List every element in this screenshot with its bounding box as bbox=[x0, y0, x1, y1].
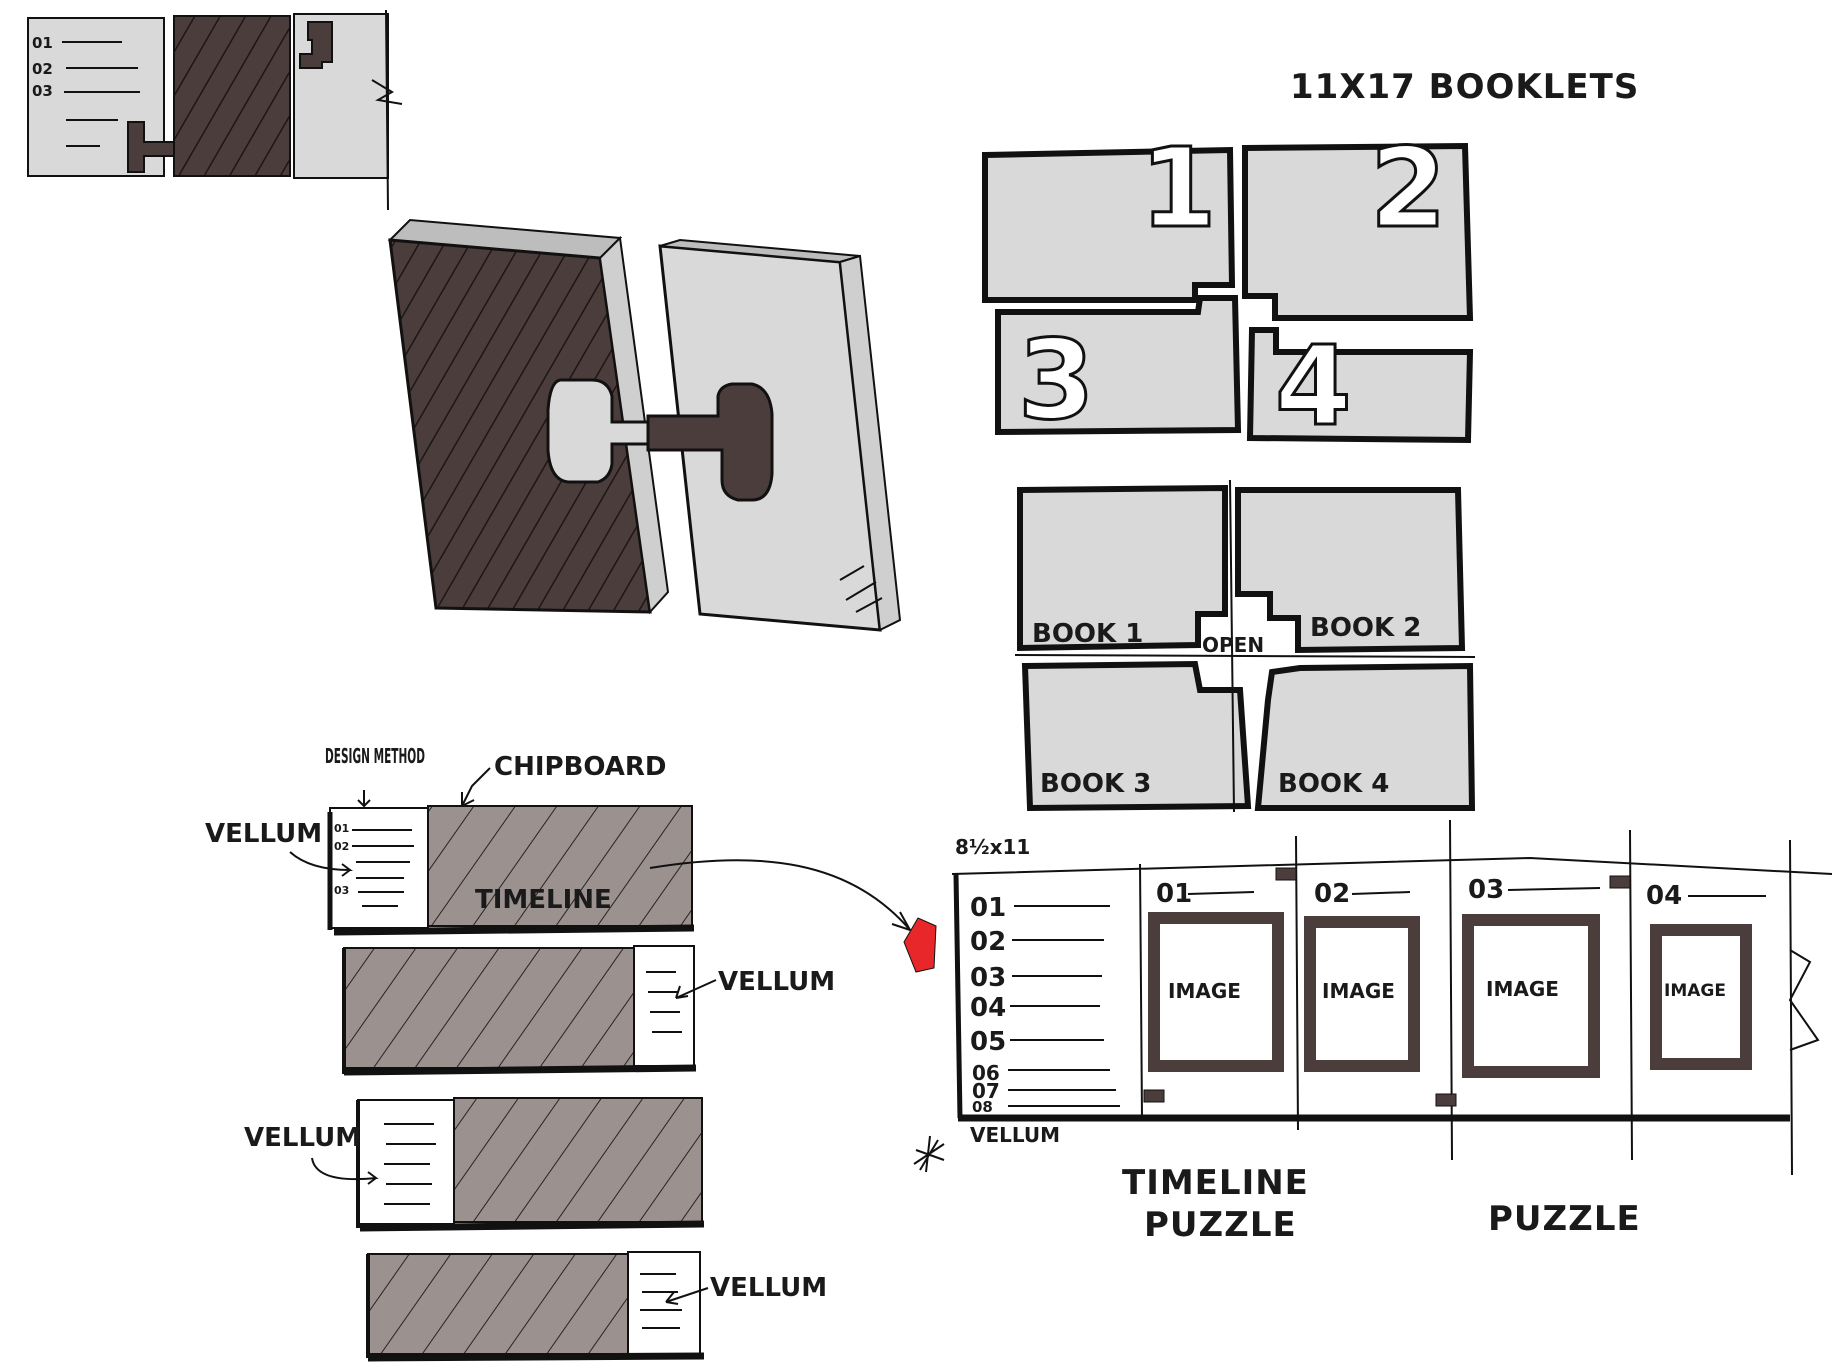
book-label: BOOK 1 bbox=[1032, 619, 1143, 649]
quad-piece-2 bbox=[1242, 142, 1474, 321]
vellum-label-1: VELLUM bbox=[205, 819, 322, 849]
edge-hatch-marks bbox=[839, 565, 883, 613]
panel-number: 02 bbox=[1314, 879, 1350, 909]
connector-arrow bbox=[649, 859, 911, 931]
design-method-label: DESIGN METHOD bbox=[325, 744, 425, 768]
small-list-number: 01 bbox=[32, 34, 53, 52]
svg-text:03: 03 bbox=[334, 884, 349, 897]
quad-number: 2 bbox=[1370, 124, 1447, 252]
svg-text:01: 01 bbox=[334, 822, 349, 835]
quad-number: 1 bbox=[1140, 124, 1217, 252]
red-flag-marker bbox=[903, 917, 937, 973]
image-frame bbox=[1462, 914, 1600, 1078]
image-label: IMAGE bbox=[1168, 979, 1241, 1003]
small-tab-right bbox=[299, 21, 333, 69]
timeline-puzzle-label: PUZZLE bbox=[1144, 1205, 1297, 1245]
timeline-list: 01 02 03 04 05 06 07 08 bbox=[970, 893, 1120, 1116]
timeline-list-number: 02 bbox=[970, 927, 1006, 957]
book-piece-1 bbox=[1017, 484, 1228, 652]
small-list-number: 02 bbox=[32, 60, 53, 78]
small-gray-page bbox=[293, 13, 389, 179]
tiny-list: 01 02 03 bbox=[334, 822, 414, 907]
timeline-bar-label: TIMELINE bbox=[475, 885, 612, 915]
open-label: OPEN bbox=[1202, 633, 1264, 657]
svg-text:02: 02 bbox=[334, 840, 349, 853]
small-chipboard-page bbox=[173, 15, 291, 177]
image-label: IMAGE bbox=[1486, 977, 1559, 1001]
bar3-chipboard bbox=[453, 1097, 703, 1223]
bar2-vellum bbox=[633, 945, 695, 1067]
book-label: BOOK 3 bbox=[1040, 769, 1151, 799]
book-label: BOOK 2 bbox=[1310, 613, 1421, 643]
timeline-puzzle-label: TIMELINE bbox=[1122, 1163, 1309, 1203]
panel-number: 01 bbox=[1156, 879, 1192, 909]
timeline-list-number: 04 bbox=[970, 993, 1006, 1023]
booklet-bars: DESIGN METHOD CHIPBOARD TIMELINE 01 02 0… bbox=[205, 744, 835, 1362]
image-label: IMAGE bbox=[1664, 981, 1726, 1001]
bar4-chipboard bbox=[367, 1253, 629, 1355]
keyhole-tab bbox=[646, 382, 774, 502]
panel-number: 04 bbox=[1646, 881, 1682, 911]
vellum-label-4: VELLUM bbox=[710, 1273, 827, 1303]
quad-number: 3 bbox=[1018, 316, 1095, 444]
bar3-vellum bbox=[357, 1099, 455, 1225]
image-label: IMAGE bbox=[1322, 979, 1395, 1003]
panel-number: 03 bbox=[1468, 875, 1504, 905]
book-label: BOOK 4 bbox=[1278, 769, 1389, 799]
small-list: 01 02 03 bbox=[32, 34, 140, 147]
quad-piece-4 bbox=[1246, 327, 1474, 444]
bar2-chipboard bbox=[343, 947, 635, 1069]
bar1-chipboard bbox=[427, 805, 693, 927]
vellum-label-5: VELLUM bbox=[970, 1123, 1060, 1147]
small-list-number: 03 bbox=[32, 82, 53, 100]
image-frame bbox=[1650, 924, 1752, 1070]
vellum-label-3: VELLUM bbox=[244, 1123, 361, 1153]
perspective-booklet-sketch bbox=[387, 218, 902, 632]
books-quad-puzzle: BOOK 1 BOOK 2 BOOK 3 BOOK 4 OPEN bbox=[1014, 479, 1476, 813]
quad-piece-1 bbox=[982, 146, 1236, 303]
bar4-vellum bbox=[627, 1251, 701, 1355]
image-frame bbox=[1148, 912, 1284, 1072]
timeline-list-number: 03 bbox=[970, 963, 1006, 993]
small-booklet-sketch: 01 02 03 bbox=[27, 9, 403, 211]
small-tear-line bbox=[371, 79, 403, 105]
chipboard-label: CHIPBOARD bbox=[494, 752, 667, 782]
timeline-puzzle-sheet: 8½x11 01 02 03 04 05 06 07 08 bbox=[903, 819, 1833, 1176]
quad-piece-3 bbox=[995, 295, 1242, 436]
small-tab-left bbox=[127, 121, 175, 173]
book-piece-3 bbox=[1021, 660, 1252, 812]
keyhole-cutout bbox=[546, 378, 654, 484]
paper-size-label: 8½x11 bbox=[955, 835, 1030, 859]
timeline-list-number: 01 bbox=[970, 893, 1006, 923]
timeline-list-number: 08 bbox=[972, 1098, 993, 1116]
quad-number: 4 bbox=[1275, 322, 1352, 450]
gray-book-edge bbox=[838, 254, 902, 632]
numbered-quad-puzzle: 1 2 3 4 bbox=[982, 123, 1474, 452]
timeline-list-number: 07 bbox=[972, 1079, 1000, 1103]
booklets-title: 11X17 BOOKLETS bbox=[1290, 67, 1639, 107]
book-piece-4 bbox=[1254, 662, 1476, 811]
small-edge-line bbox=[385, 9, 389, 211]
puzzle-label: PUZZLE bbox=[1488, 1199, 1641, 1239]
timeline-list-number: 05 bbox=[970, 1027, 1006, 1057]
timeline-list-number: 06 bbox=[972, 1061, 1000, 1085]
book-piece-2 bbox=[1235, 487, 1466, 654]
image-frame bbox=[1304, 916, 1420, 1072]
vellum-label-2: VELLUM bbox=[718, 967, 835, 997]
asterisk-mark bbox=[913, 1135, 945, 1173]
